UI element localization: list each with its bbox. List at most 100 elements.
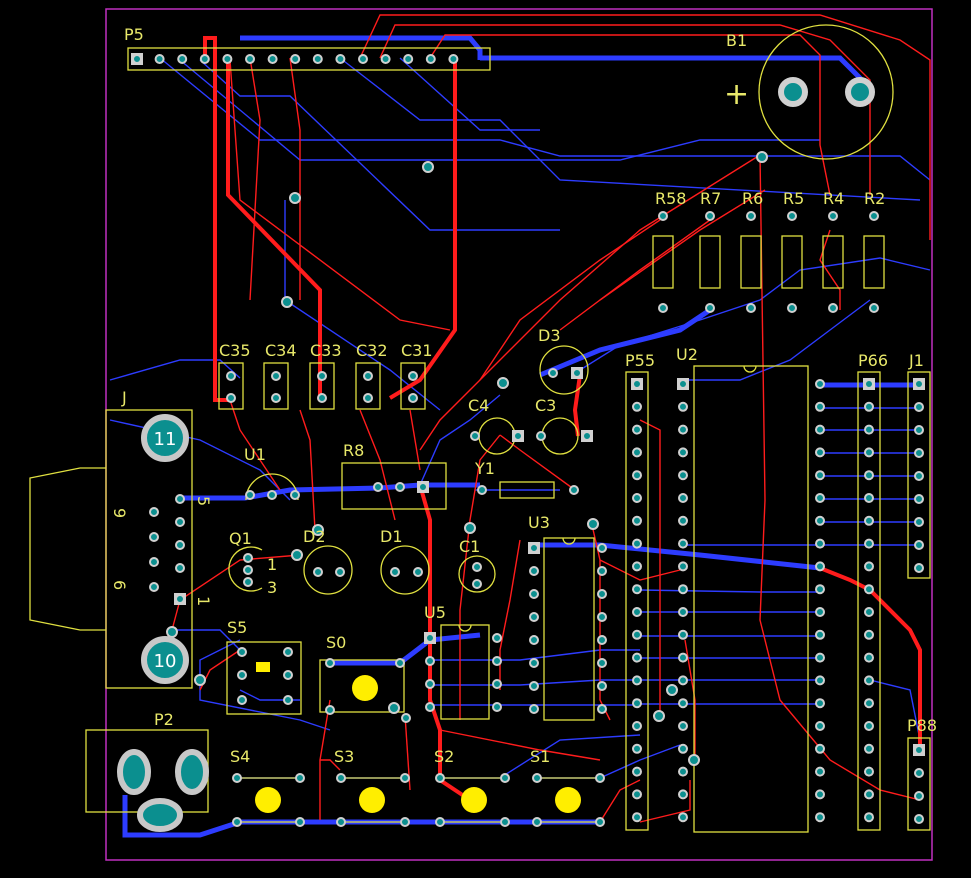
- d1-pad: [413, 567, 423, 577]
- label-r5: R5: [783, 189, 804, 208]
- label-r2: R2: [864, 189, 885, 208]
- db9-pad: [175, 494, 185, 504]
- u2-pad: [678, 584, 688, 595]
- u2-pad: [678, 493, 688, 503]
- u3-pad: [597, 635, 607, 645]
- p66-pad: [864, 401, 874, 412]
- u2-pad: [815, 766, 825, 777]
- p66-pad: [864, 766, 874, 777]
- d3-pad: [548, 368, 558, 378]
- u2-pad: [815, 629, 825, 640]
- c1-pad: [472, 579, 482, 589]
- u2-pad: [678, 538, 688, 549]
- label-p2: P2: [154, 710, 174, 729]
- p66-pad: [864, 652, 874, 663]
- p55-pad: [632, 766, 642, 777]
- u5-pad: [425, 633, 435, 643]
- j1-pad: [914, 448, 924, 458]
- capacitor-pad: [271, 371, 281, 381]
- label-c1: C1: [459, 537, 480, 556]
- db9-pad: [149, 507, 159, 517]
- p55-pad: [632, 743, 642, 754]
- capacitor-pad: [408, 371, 418, 381]
- u3-pad: [597, 612, 607, 622]
- u3-pad: [597, 543, 607, 553]
- u2-pad: [678, 698, 688, 709]
- p55-pad: [632, 652, 642, 663]
- label-pin-9: 9: [110, 508, 129, 518]
- label-pin-1: 1: [194, 596, 213, 606]
- p5-pad: [245, 54, 255, 64]
- u3-pad: [529, 566, 539, 576]
- p5-pad: [132, 54, 142, 64]
- p88-pad: [914, 745, 924, 755]
- u2-pad: [815, 721, 825, 731]
- switch-pad: [532, 773, 542, 783]
- y1-pad: [569, 485, 579, 495]
- u2-pad: [815, 447, 825, 458]
- resistor-pad: [787, 211, 797, 221]
- capacitor-pad: [226, 393, 236, 403]
- p55-pad: [632, 584, 642, 595]
- db9-pad: [175, 563, 185, 573]
- u2-pad: [678, 812, 688, 823]
- u3-pad: [529, 543, 539, 553]
- p66-pad: [864, 493, 874, 503]
- s0-pad: [325, 705, 335, 715]
- p5-pad: [199, 54, 210, 64]
- capacitor-pad: [363, 371, 373, 381]
- label-c35: C35: [219, 341, 251, 360]
- u2-pad: [678, 766, 688, 777]
- p5-pad: [154, 54, 165, 64]
- u5-pad: [425, 702, 435, 712]
- switch-pad: [400, 817, 410, 827]
- u5-pad: [492, 702, 502, 712]
- p5-pad: [177, 54, 188, 64]
- label-s1: S1: [530, 747, 550, 766]
- p55-pad: [632, 675, 642, 686]
- c3-pad: [536, 431, 546, 441]
- switch-pad: [232, 817, 242, 827]
- label-r6: R6: [742, 189, 763, 208]
- label-s4: S4: [230, 747, 250, 766]
- label-y1: Y1: [474, 459, 495, 478]
- s5-pad: [283, 695, 293, 705]
- switch-pad: [232, 773, 242, 783]
- u5-pad: [425, 656, 435, 666]
- label-c34: C34: [265, 341, 297, 360]
- u3-pad: [529, 635, 539, 645]
- label-r4: R4: [823, 189, 844, 208]
- u2-pad: [815, 401, 825, 412]
- label-pin-6: 6: [110, 580, 129, 590]
- p66-pad: [864, 447, 874, 458]
- j1-pad: [914, 494, 924, 504]
- label-s5: S5: [227, 618, 247, 637]
- p88-pad: [914, 768, 924, 778]
- s5-pad: [237, 647, 247, 657]
- switch-pad: [336, 817, 346, 827]
- p66-pad: [864, 584, 874, 595]
- j1-pad: [914, 540, 924, 550]
- resistor-pad: [787, 303, 797, 313]
- u3-pad: [597, 681, 607, 691]
- switch-pad: [500, 817, 510, 827]
- u2-pad: [678, 424, 688, 435]
- s0-pad: [395, 658, 405, 668]
- u1-pad: [245, 490, 255, 500]
- capacitor-pad: [226, 371, 236, 381]
- d2-pad: [335, 567, 345, 577]
- switch-pad: [295, 773, 305, 783]
- resistor-pad: [869, 303, 879, 313]
- p55-pad: [632, 538, 642, 549]
- u2-pad: [678, 721, 688, 731]
- u2-pad: [678, 629, 688, 640]
- label-j1: J1: [908, 351, 924, 370]
- u2-pad: [678, 515, 688, 526]
- label-pin-10: 10: [154, 651, 177, 672]
- capacitor-pad: [317, 371, 327, 381]
- capacitor-pad: [363, 393, 373, 403]
- p66-pad: [864, 812, 874, 823]
- capacitor-pad: [317, 393, 327, 403]
- u2-pad: [815, 470, 825, 481]
- u1-pad: [290, 490, 300, 500]
